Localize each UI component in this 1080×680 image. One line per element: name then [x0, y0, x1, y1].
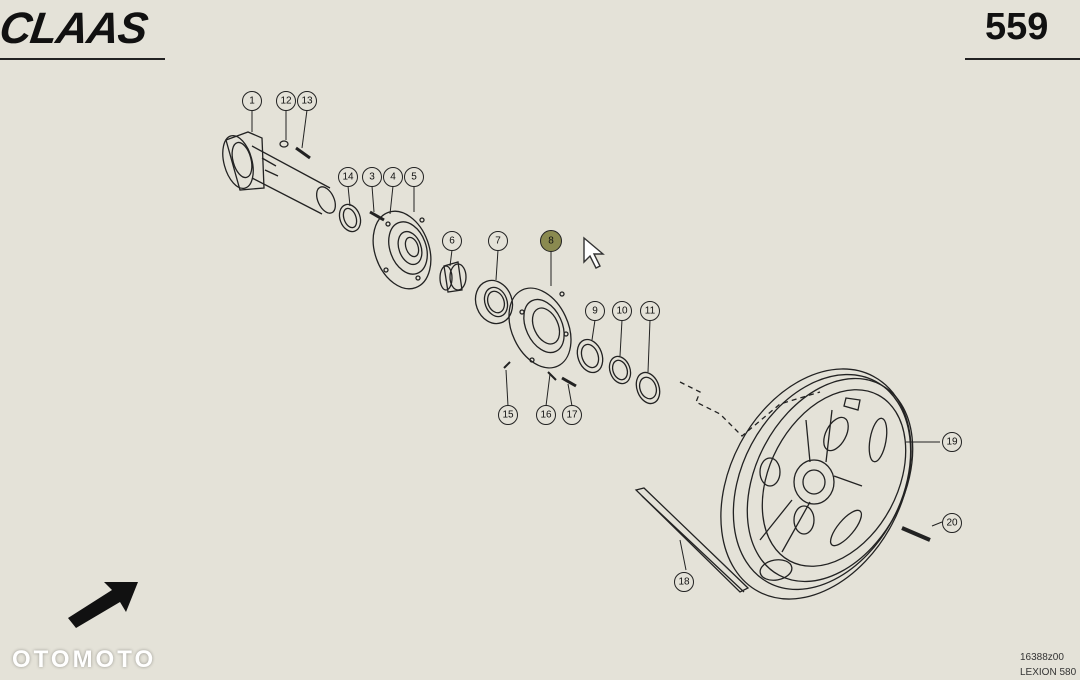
drawing-code: 16388z00 [1020, 652, 1064, 663]
svg-text:19: 19 [946, 437, 958, 448]
callout-6: 6 [442, 231, 462, 251]
callout-9: 9 [585, 301, 605, 321]
callout-5: 5 [404, 167, 424, 187]
page-number-underline [965, 58, 1080, 60]
svg-text:5: 5 [411, 172, 417, 183]
svg-text:6: 6 [449, 236, 455, 247]
callout-10: 10 [612, 301, 632, 321]
callout-15: 15 [498, 405, 518, 425]
svg-text:13: 13 [301, 96, 313, 107]
callout-13: 13 [297, 91, 317, 111]
svg-text:15: 15 [502, 410, 514, 421]
part-11-ring [635, 371, 661, 405]
svg-text:16: 16 [540, 410, 552, 421]
callout-bubbles: 1 12 13 14 3 4 5 6 7 8 9 10 11 15 16 17 … [242, 91, 962, 592]
part-14-ring [338, 203, 362, 233]
logo-underline [0, 58, 165, 60]
part-3-pin [369, 210, 385, 222]
part-5-flange-housing [372, 210, 432, 290]
svg-text:11: 11 [645, 306, 656, 317]
part-8-bearing-flange [508, 287, 572, 369]
part-13-screw [295, 146, 311, 160]
part-7-seal [474, 279, 514, 325]
part-19-pulley [720, 368, 914, 600]
svg-text:3: 3 [369, 172, 375, 183]
callout-14: 14 [338, 167, 358, 187]
callout-7: 7 [488, 231, 508, 251]
watermark: OTOMOTO [12, 646, 157, 673]
svg-text:14: 14 [342, 172, 354, 183]
part-17-bolt [561, 376, 577, 388]
part-15-nipple [503, 361, 511, 369]
part-10-ring [608, 355, 632, 385]
part-20-pin [901, 526, 931, 542]
callout-17: 17 [562, 405, 582, 425]
svg-text:12: 12 [280, 96, 292, 107]
svg-text:10: 10 [616, 306, 628, 317]
callout-19: 19 [942, 432, 962, 452]
callout-11: 11 [640, 301, 660, 321]
svg-text:7: 7 [495, 236, 501, 247]
callout-16: 16 [536, 405, 556, 425]
model-label: LEXION 580 [1020, 667, 1077, 678]
callout-18: 18 [674, 572, 694, 592]
callout-3: 3 [362, 167, 382, 187]
callout-4: 4 [383, 167, 403, 187]
direction-arrow-icon [68, 582, 138, 628]
svg-text:4: 4 [390, 172, 396, 183]
part-12-washer [279, 140, 289, 148]
callout-1: 1 [242, 91, 262, 111]
callout-20: 20 [942, 513, 962, 533]
svg-text:20: 20 [946, 518, 958, 529]
mouse-cursor-icon [583, 236, 605, 269]
part-18-belt [634, 487, 750, 593]
part-1-flanged-shaft [222, 131, 337, 215]
svg-text:9: 9 [592, 306, 598, 317]
callout-8-highlighted: 8 [540, 230, 562, 252]
callout-12: 12 [276, 91, 296, 111]
page-number: 559 [985, 6, 1049, 48]
part-6-bushing [439, 261, 467, 293]
svg-text:18: 18 [678, 577, 690, 588]
svg-text:17: 17 [566, 410, 578, 421]
svg-text:1: 1 [249, 96, 255, 107]
part-16-washer [547, 371, 557, 381]
assembly-path-line [679, 381, 821, 437]
part-9-ring [576, 338, 604, 374]
svg-text:8: 8 [548, 236, 554, 247]
